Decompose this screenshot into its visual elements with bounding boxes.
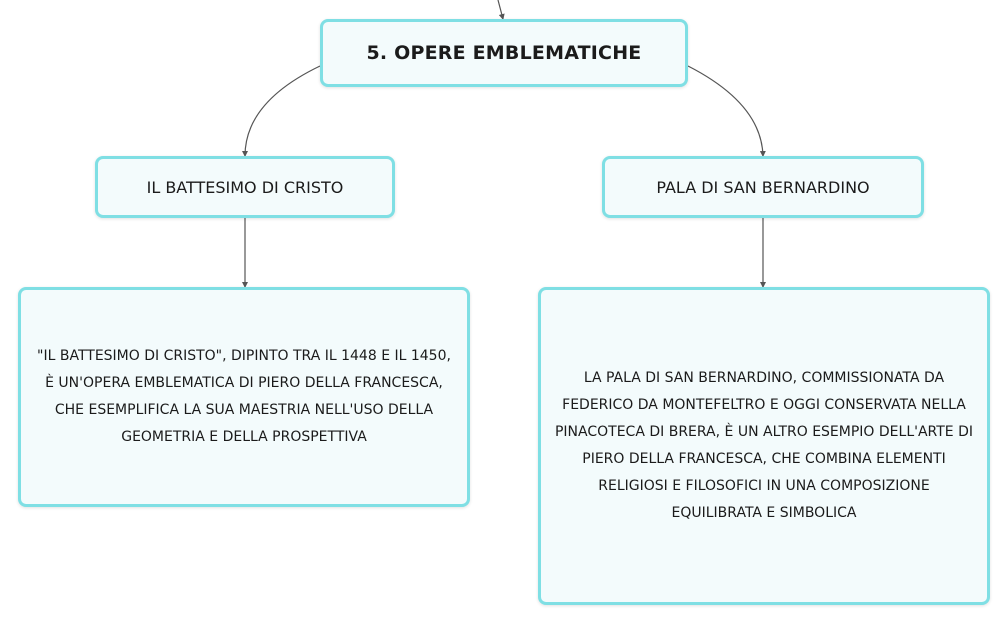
connector-root-to-right — [687, 65, 766, 157]
detail-node-battesimo[interactable]: "IL BATTESIMO DI CRISTO", DIPINTO TRA IL… — [18, 287, 470, 507]
incoming-connector — [497, 0, 505, 20]
root-node[interactable]: 5. OPERE EMBLEMATICHE — [320, 19, 688, 87]
branch-node-pala[interactable]: PALA DI SAN BERNARDINO — [602, 156, 924, 218]
connector-root-to-left — [242, 65, 321, 157]
branch-node-label: IL BATTESIMO DI CRISTO — [146, 177, 344, 197]
detail-node-pala[interactable]: LA PALA DI SAN BERNARDINO, COMMISSIONATA… — [538, 287, 990, 605]
root-node-label: 5. OPERE EMBLEMATICHE — [366, 42, 642, 64]
branch-node-label: PALA DI SAN BERNARDINO — [656, 177, 870, 197]
branch-node-battesimo[interactable]: IL BATTESIMO DI CRISTO — [95, 156, 395, 218]
detail-node-text: LA PALA DI SAN BERNARDINO, COMMISSIONATA… — [554, 370, 974, 521]
detail-node-text: "IL BATTESIMO DI CRISTO", DIPINTO TRA IL… — [37, 348, 451, 445]
